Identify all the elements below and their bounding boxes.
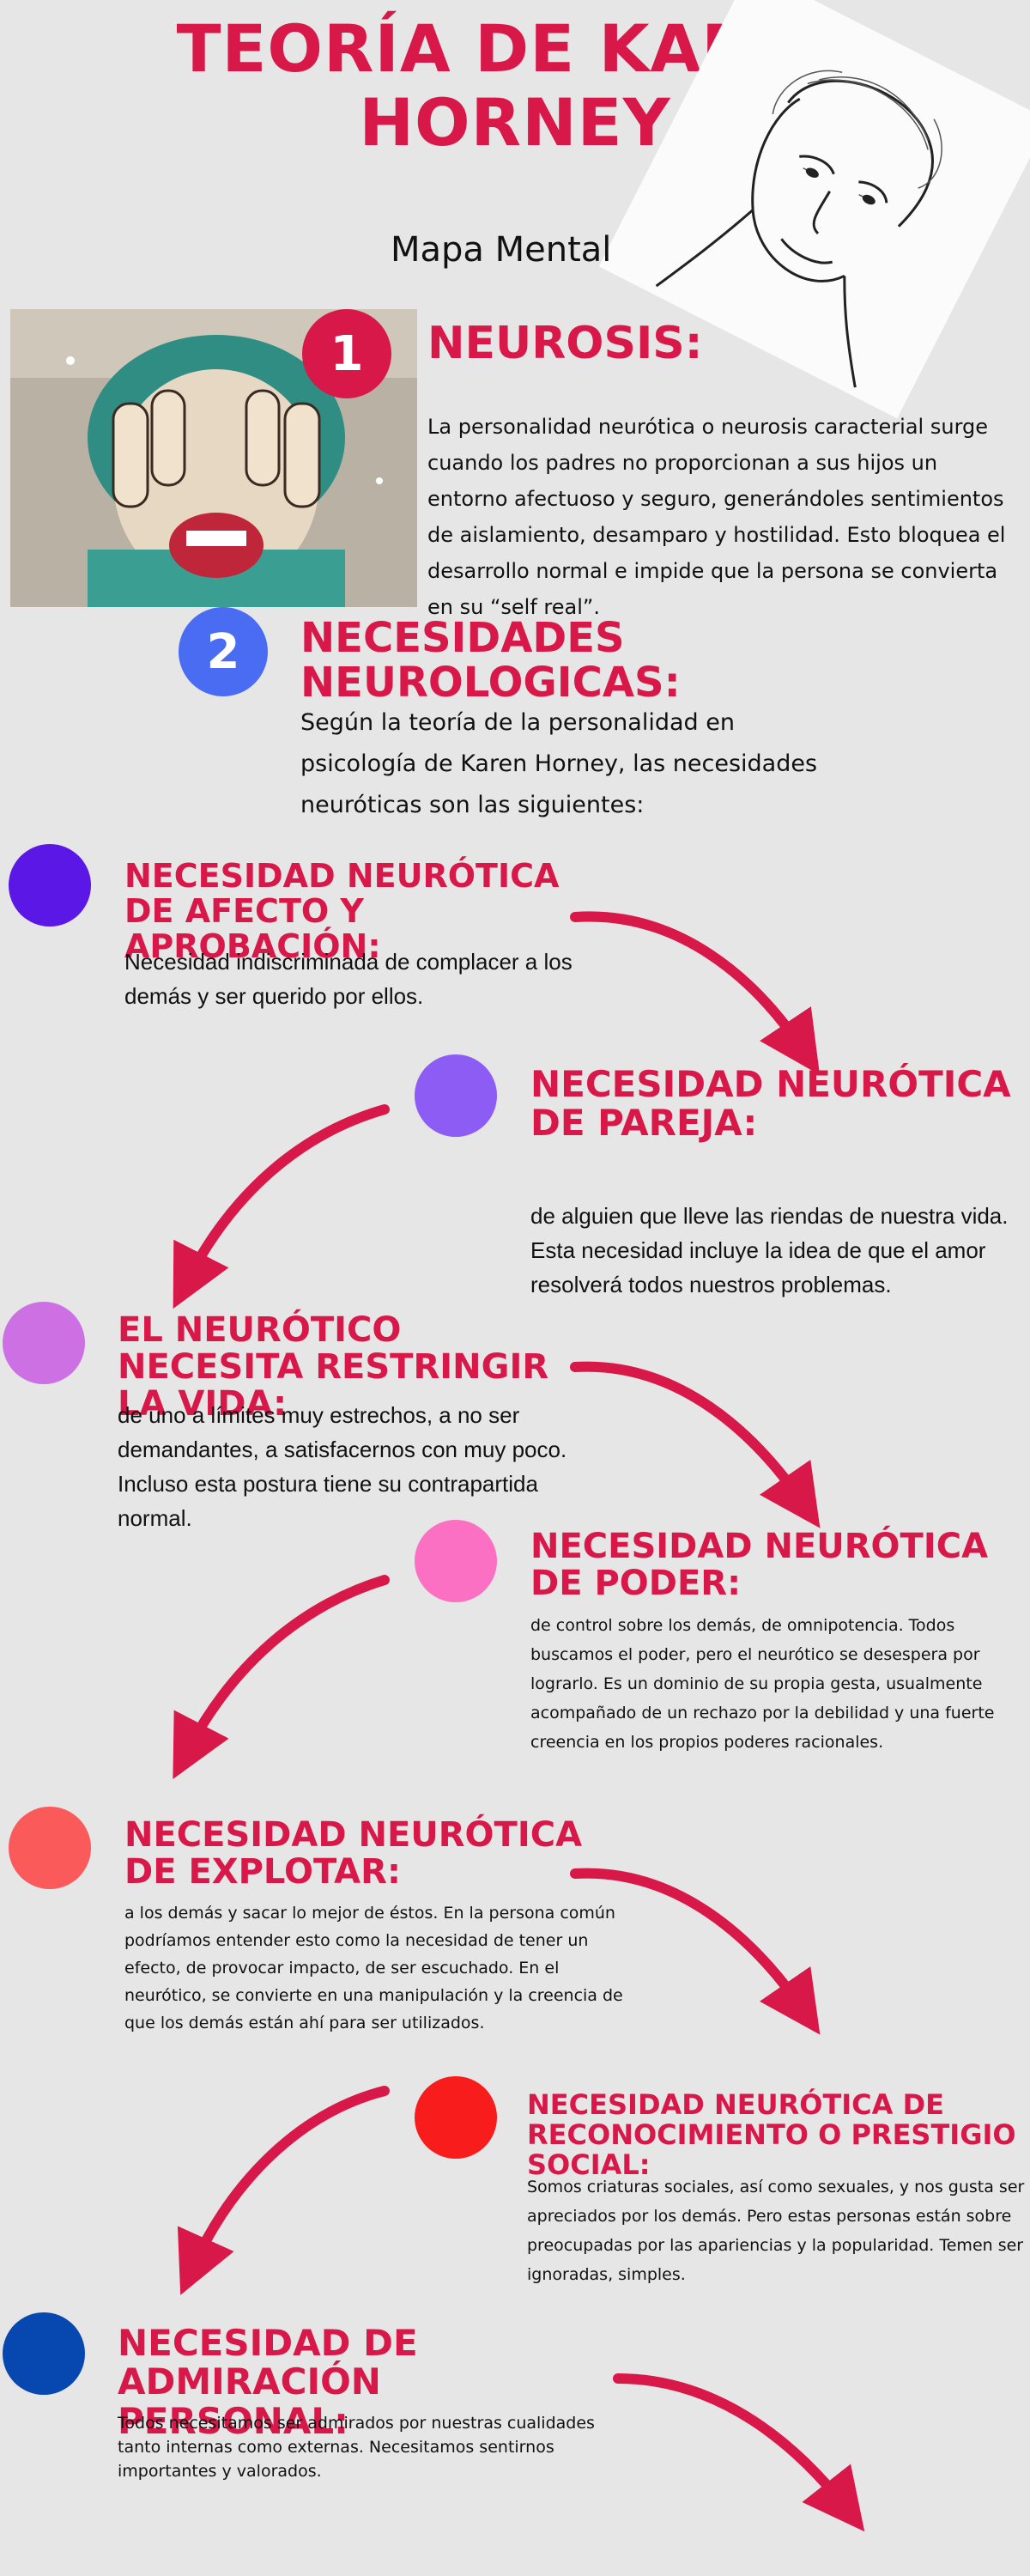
need-4-text: de control sobre los demás, de omnipoten… — [530, 1616, 995, 1752]
need-5-circle — [9, 1807, 91, 1889]
need-1-heading: NECESIDAD NEURÓTICA DE AFECTO Y APROBACI… — [124, 857, 560, 966]
need-4-heading: NECESIDAD NEURÓTICA DE PODER: — [530, 1527, 989, 1604]
necesidades-intro-text: Según la teoría de la personalidad en ps… — [300, 709, 818, 818]
need-1-circle — [9, 844, 91, 927]
arrow-4-icon — [173, 1575, 390, 1779]
neurosis-heading: NEUROSIS: — [427, 318, 703, 369]
neurosis-text: La personalidad neurótica o neurosis car… — [427, 415, 1006, 619]
arrow-7-icon — [613, 2373, 865, 2532]
section-2-number-circle: 2 — [179, 607, 268, 696]
need-2-circle — [415, 1054, 497, 1137]
need-2-text: de alguien que lleve las riendas de nues… — [530, 1203, 1009, 1297]
section-1-number-circle: 1 — [302, 309, 391, 398]
need-5-text: a los demás y sacar lo mejor de éstos. E… — [124, 1904, 623, 2032]
need-5-heading: NECESIDAD NEURÓTICA DE EXPLOTAR: — [124, 1815, 583, 1893]
arrow-5-icon — [570, 1868, 821, 2035]
section-2-number: 2 — [206, 623, 240, 680]
need-6-circle — [415, 2076, 497, 2159]
section-1-number: 1 — [330, 325, 364, 382]
arrow-2-icon — [173, 1104, 390, 1309]
need-7-circle — [3, 2312, 85, 2395]
necesidades-heading: NECESIDADES NEUROLOGICAS: — [300, 614, 681, 707]
need-1-text: Necesidad indiscriminada de complacer a … — [124, 949, 573, 1009]
need-3-heading: EL NEURÓTICO NECESITA RESTRINGIR LA VIDA… — [118, 1310, 549, 1425]
page-subtitle: Mapa Mental — [391, 230, 612, 270]
need-3-text: de uno a límites muy estrechos, a no ser… — [118, 1402, 567, 1531]
need-3-circle — [3, 1302, 85, 1384]
need-7-heading: NECESIDAD DE ADMIRACIÓN PERSONAL: — [118, 2322, 418, 2442]
arrow-1-icon — [570, 911, 821, 1075]
portrait-sketch — [598, 0, 1030, 419]
need-6-heading: NECESIDAD NEURÓTICA DE RECONOCIMIENTO O … — [527, 2088, 1016, 2182]
need-6-text: Somos criaturas sociales, así como sexua… — [527, 2178, 1025, 2284]
arrow-6-icon — [177, 2086, 390, 2295]
arrow-3-icon — [570, 1361, 821, 1528]
need-4-circle — [415, 1520, 497, 1602]
need-7-text: Todos necesitamos ser admirados por nues… — [118, 2414, 595, 2481]
